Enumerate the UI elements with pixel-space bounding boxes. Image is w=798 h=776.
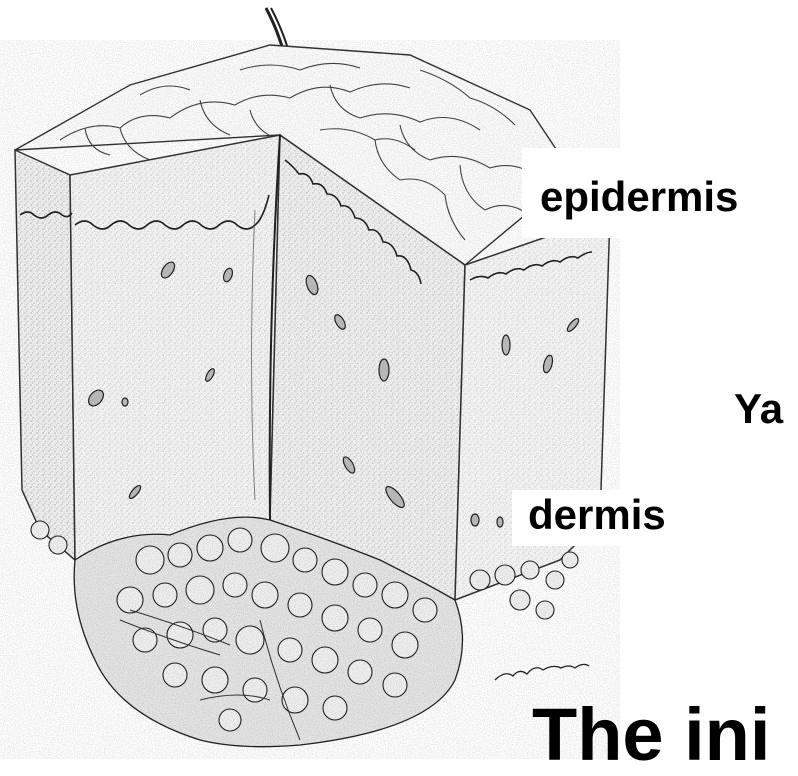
dermis-label: dermis	[512, 490, 680, 546]
skin-cross-section-illustration	[0, 0, 798, 759]
epidermis-label: epidermis	[522, 148, 752, 238]
cut-off-title: The ini	[532, 698, 770, 772]
partial-label-ya: Ya	[734, 388, 783, 430]
